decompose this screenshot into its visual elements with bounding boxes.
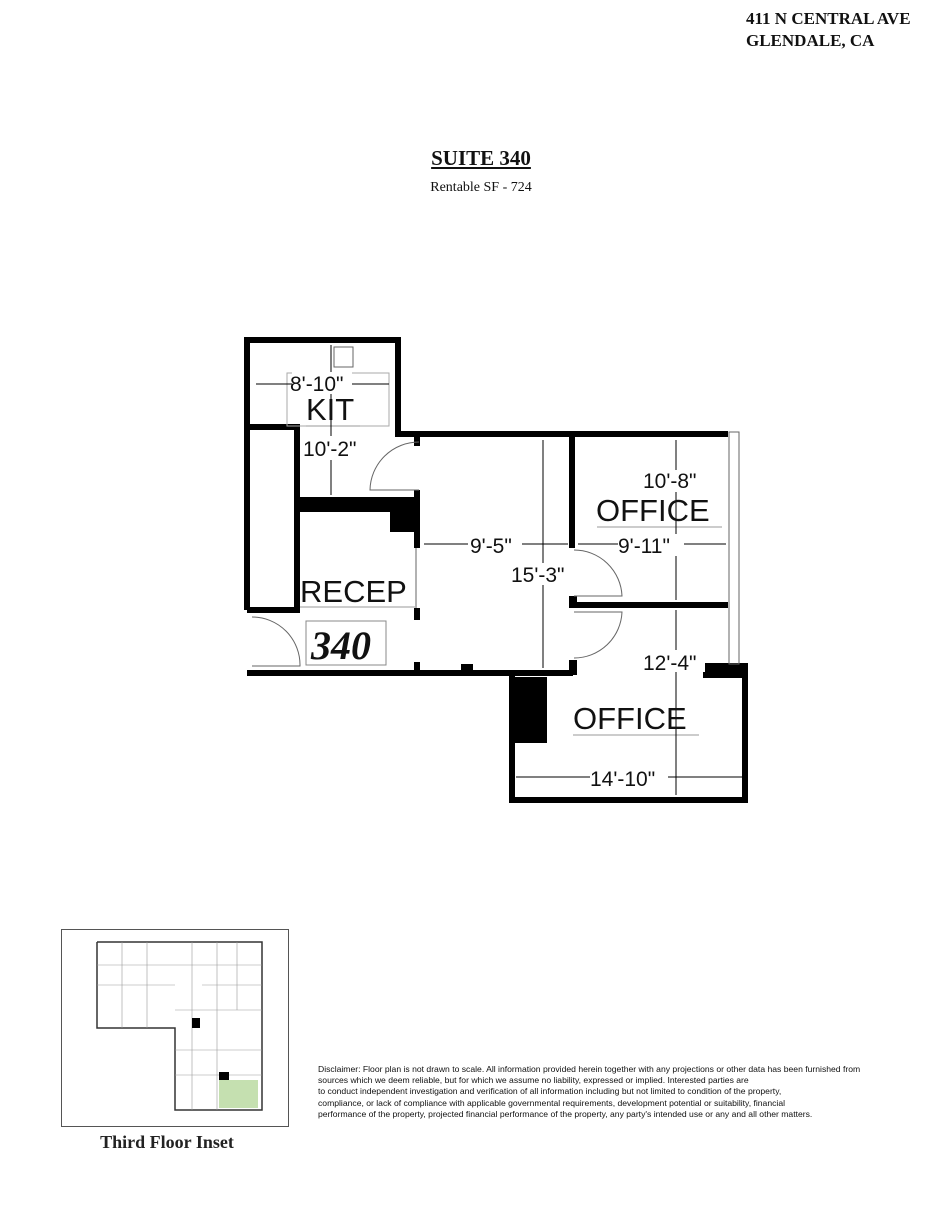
office-lower-width-label: 14'-10"	[590, 768, 655, 791]
wall-blocks	[297, 436, 745, 743]
kit-depth-label: 10'-2"	[303, 438, 357, 461]
suite-number-label: 340	[310, 623, 371, 668]
open-depth-label: 15'-3"	[511, 564, 565, 587]
kit-width-label: 8'-10"	[290, 373, 344, 396]
inset-floor-map	[96, 941, 263, 1111]
third-floor-inset	[61, 929, 289, 1127]
open-width-label: 9'-5"	[470, 535, 512, 558]
inset-caption: Third Floor Inset	[100, 1132, 234, 1152]
doors-windows	[251, 346, 740, 736]
office-upper-depth-label: 10'-8"	[643, 470, 697, 493]
rentable-sf: Rentable SF - 724	[430, 180, 532, 195]
suite-title: SUITE 340	[431, 146, 531, 170]
disclaimer: Disclaimer: Floor plan is not drawn to s…	[318, 1064, 861, 1119]
property-address: 411 N CENTRAL AVE GLENDALE, CA	[746, 8, 911, 52]
suite-highlight	[219, 1080, 258, 1108]
dimension-labels: 8'-10" 10'-2" 9'-5" 15'-3" 10'-8" 9'-11"…	[290, 372, 709, 791]
address-line-2: GLENDALE, CA	[746, 31, 875, 50]
room-label-kitchen: KIT	[306, 392, 354, 427]
office-lower-depth-label: 12'-4"	[643, 652, 697, 675]
dimension-lines	[256, 345, 742, 795]
room-labels: KIT RECEP OFFICE OFFICE 340	[300, 392, 710, 736]
room-label-reception: RECEP	[300, 574, 407, 609]
address-line-1: 411 N CENTRAL AVE	[746, 9, 911, 28]
room-label-office-lower: OFFICE	[573, 701, 687, 736]
office-upper-width-label: 9'-11"	[618, 535, 670, 558]
room-label-office-upper: OFFICE	[596, 493, 710, 528]
